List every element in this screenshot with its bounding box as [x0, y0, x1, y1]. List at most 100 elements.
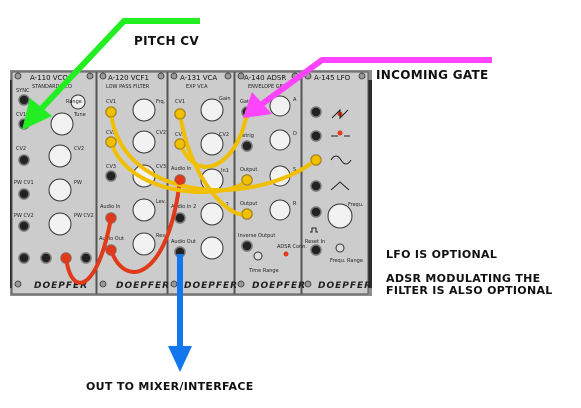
- cable-vcf-to-vca: [109, 178, 182, 274]
- vca-cv2-label: CV2: [219, 132, 229, 138]
- module-vca-subtitle: EXP VCA: [186, 84, 208, 90]
- vco-range-label: Range: [66, 99, 82, 105]
- cable-vco-to-vcf: [64, 216, 113, 285]
- adsr-led: [283, 251, 289, 257]
- lfo-pulse-wave-icon: [310, 227, 318, 233]
- out-arrow: [168, 254, 192, 372]
- brand-vcf: DOEPFER: [116, 281, 170, 291]
- module-vco-title: A-110 VCO: [30, 74, 68, 82]
- lfo-tri-jack: [310, 180, 322, 192]
- vco-pw-label: PW: [74, 180, 82, 186]
- vco-cv1-label: CV1: [16, 112, 26, 118]
- lfo-saw-wave-icon: [331, 108, 349, 120]
- brand-adsr: DOEPFER: [252, 281, 306, 291]
- brand-vco: DOEPFER: [34, 281, 88, 291]
- vco-cv2-label: CV2: [74, 146, 84, 152]
- vco-range-knob: [70, 94, 86, 110]
- vco-cv2-jack-label: CV2: [16, 146, 26, 152]
- vca-audio-in2-jack: [174, 212, 186, 224]
- lfo-sine-wave-icon: [330, 155, 352, 165]
- lfo-triangle-wave-icon: [330, 181, 350, 191]
- incoming-gate-label: INCOMING GATE: [376, 68, 489, 82]
- cable-gate-to-vca: [178, 110, 249, 169]
- module-lfo-title: A-145 LFO: [314, 74, 351, 82]
- lfo-optional-label: LFO IS OPTIONAL: [386, 248, 498, 261]
- vco-pwcv2-label: PW CV2: [74, 213, 94, 219]
- adsr-d-label: D: [293, 131, 297, 137]
- vco-out-jack-2: [40, 252, 52, 264]
- incoming-gate-arrow: [243, 57, 492, 118]
- adsr-optional-label-line2: FILTER IS ALSO OPTIONAL: [386, 284, 553, 297]
- vca-audio-in1-label: Audio In: [171, 166, 191, 172]
- vcf-res-knob: [132, 232, 156, 256]
- lfo-frequ-range-label: Frequ. Range: [330, 258, 363, 264]
- vco-pwcv2-knob: [48, 212, 72, 236]
- vco-out-jack-4: [80, 252, 92, 264]
- vcf-cv3-jack: [105, 170, 117, 182]
- vco-sync-jack: [18, 94, 30, 106]
- brand-vca: DOEPFER: [184, 281, 238, 291]
- lfo-pulse-jack: [310, 206, 322, 218]
- adsr-controls: Gate Retrig Output Output Inverse Output…: [238, 95, 307, 274]
- cable-adsr-to-vcf: [109, 140, 249, 195]
- vca-gain-knob: [200, 98, 224, 122]
- lfo-saw-jack: [310, 106, 322, 118]
- adsr-output2-label: Output: [240, 201, 257, 207]
- vcf-lev-knob: [132, 198, 156, 222]
- lfo-reset-jack: [310, 244, 322, 256]
- vcf-res-label: Res.: [156, 233, 167, 239]
- vcf-frq-knob: [132, 98, 156, 122]
- vcf-cv2-jack-label: CV2: [106, 130, 116, 136]
- adsr-s-label: S: [293, 167, 296, 173]
- module-vco-subtitle: STANDARD VCO: [32, 84, 72, 90]
- vcf-lev-label: Lev.: [156, 199, 166, 205]
- vcf-cv3-label: CV3: [156, 164, 166, 170]
- pitch-cv-arrow: [22, 18, 200, 130]
- vco-tune-label: Tune: [73, 112, 86, 118]
- adsr-inverse-jack: [241, 240, 253, 252]
- vcf-cv2-knob: [132, 130, 156, 154]
- lfo-reset-label: Reset In: [305, 239, 325, 245]
- lfo-square-jack: [310, 130, 322, 142]
- adsr-a-label: A: [293, 97, 297, 103]
- vco-cv2-knob: [48, 144, 72, 168]
- vca-audio-out-label: Audio Out: [171, 239, 196, 245]
- adsr-inverse-label: Inverse Output: [238, 233, 275, 239]
- vca-in2-knob: [200, 202, 224, 226]
- vco-pwcv2-jack: [18, 220, 30, 232]
- cable-adsr-to-vca: [178, 112, 249, 217]
- vca-cv2-knob: [200, 132, 224, 156]
- adsr-gate-label: Gate: [240, 99, 252, 105]
- adsr-time-range-label: Time Range: [248, 268, 279, 274]
- module-adsr-subtitle: ENVELOPE GEN.: [248, 84, 289, 90]
- vcf-audio-in-label: Audio In: [100, 204, 120, 210]
- module-vca-title: A-131 VCA: [180, 74, 217, 82]
- adsr-a-knob: [269, 95, 291, 117]
- adsr-retrig-jack: [241, 140, 253, 152]
- vca-audio-in2-label: Audio In 2: [171, 204, 196, 210]
- module-vcf-subtitle: LOW PASS FILTER: [106, 84, 150, 90]
- adsr-retrig-label: Retrig: [239, 133, 254, 139]
- adsr-optional-label-line1: ADSR MODULATING THE: [386, 272, 541, 285]
- adsr-time-range-switch: [253, 251, 263, 261]
- vco-pwcv1-jack: [18, 188, 30, 200]
- lfo-led-1: [337, 130, 343, 136]
- vcf-cv2-label: CV2: [156, 130, 166, 136]
- pitch-cv-label: PITCH CV: [134, 34, 199, 48]
- adsr-r-label: R: [293, 201, 297, 207]
- brand-lfo: DOEPFER: [318, 281, 372, 291]
- module-adsr-title: A-140 ADSR: [244, 74, 286, 82]
- vco-tune-knob: [50, 112, 74, 136]
- cable-lfo-to-vcf: [109, 110, 318, 193]
- vco-cv2-jack: [18, 154, 30, 166]
- vcf-audio-out-label: Audio Out: [99, 236, 124, 242]
- vca-out-knob: [200, 236, 224, 260]
- module-vcf-title: A-120 VCF1: [108, 74, 149, 82]
- vco-pwcv1-label: PW CV1: [14, 180, 34, 186]
- patch-cables: [61, 106, 322, 285]
- vcf-cv1-label: CV1: [106, 99, 116, 105]
- out-to-mixer-label: OUT TO MIXER/INTERFACE: [86, 380, 254, 393]
- adsr-conn-label: ADSR Conn.: [277, 244, 307, 250]
- vca-in1-label: In1: [221, 168, 229, 174]
